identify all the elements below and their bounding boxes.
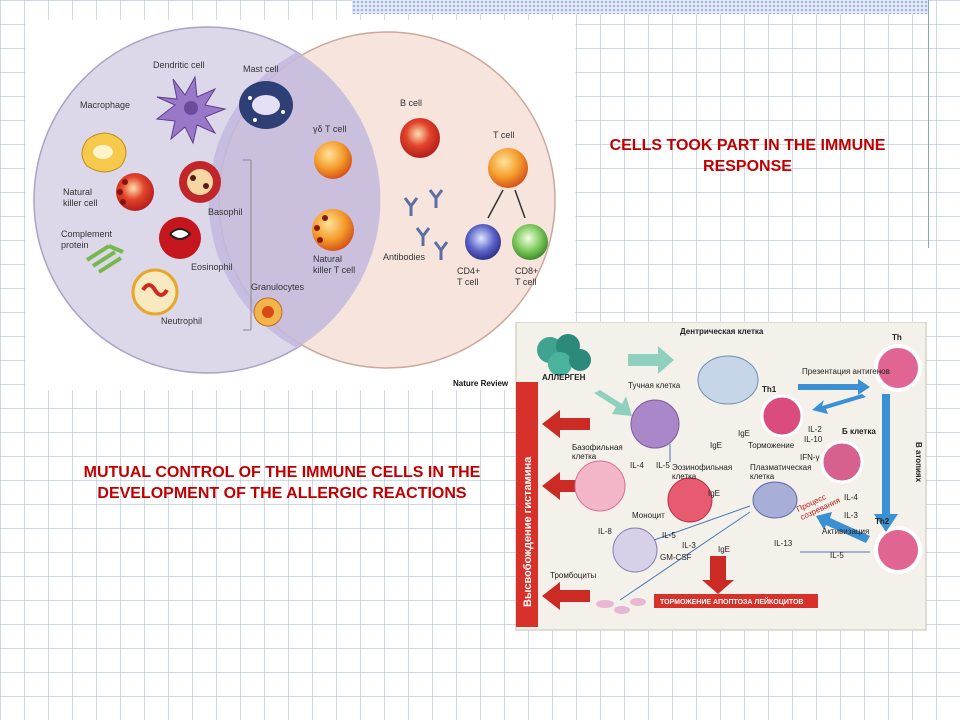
- basophil-cell: [574, 460, 626, 512]
- label-il-4-b: IL-4: [844, 493, 858, 502]
- apoptosis-down-arrow: [702, 556, 734, 594]
- label-cd4-t-cell: CD4+T cell: [457, 266, 480, 287]
- label-basophil: Basophil: [208, 207, 243, 217]
- label-antibodies: Antibodies: [383, 252, 426, 262]
- allergic-reaction-diagram: Nature Review Высвобождение гистамина Де…: [453, 322, 927, 631]
- label-neutrophil: Neutrophil: [161, 316, 202, 326]
- th1-arrow: [812, 394, 866, 414]
- b-cell: [400, 118, 440, 158]
- neutrophil: [131, 268, 179, 316]
- label-activation: Активизация: [822, 527, 869, 536]
- label-il-2: IL-2: [808, 425, 822, 434]
- label-cd8-t-cell: CD8+T cell: [515, 266, 538, 287]
- dendritic-cell: [155, 75, 227, 145]
- label-il-13: IL-13: [774, 539, 793, 548]
- divider-line: [928, 0, 929, 248]
- allergen-arrow-1: [628, 346, 674, 374]
- complement-protein: [85, 244, 124, 274]
- mast-cell: [630, 399, 680, 449]
- label-gm-csf: GM-CSF: [660, 553, 692, 562]
- release-arrow-2: [542, 472, 590, 500]
- th-cell: [874, 344, 922, 392]
- histamine-release-label: Высвобождение гистамина: [522, 456, 534, 607]
- label-platelets: Тромбоциты: [550, 571, 596, 580]
- label-monocyte: Моноцит: [632, 511, 665, 520]
- label-t-cell: T cell: [493, 130, 514, 140]
- label-il-5-c: IL-5: [830, 551, 844, 560]
- label-il-8: IL-8: [598, 527, 612, 536]
- label-il-5-b: IL-5: [662, 531, 676, 540]
- label-antigen-presentation: Презентация антигенов: [802, 367, 890, 376]
- label-b-cell: Б клетка: [842, 427, 876, 436]
- t-cell: [488, 148, 528, 188]
- mast-cell: [239, 81, 293, 129]
- platelets: [596, 598, 646, 614]
- label-ifn-gamma: IFN-γ: [800, 453, 820, 462]
- label-macrophage: Macrophage: [80, 100, 130, 110]
- granulocyte: [253, 297, 283, 327]
- label-atopy: В атопиях: [914, 442, 923, 483]
- label-allergen: АЛЛЕРГЕН: [542, 373, 586, 382]
- allergen-arrow-2: [594, 390, 632, 416]
- natural-killer-cell: [116, 173, 154, 211]
- label-inhibition: Торможение: [748, 441, 795, 450]
- eosinophil-cell: [667, 477, 713, 523]
- label-eosinophil: Eosinophil: [191, 262, 233, 272]
- immune-cells-venn-diagram: Dendritic cell Mast cell Macrophage Natu…: [25, 20, 575, 390]
- label-th1: Th1: [762, 385, 777, 394]
- dendritic-cell: [697, 355, 759, 405]
- label-il-3-a: IL-3: [844, 511, 858, 520]
- label-ige-3: IgE: [708, 489, 720, 498]
- antigen-presentation-arrow: [798, 379, 870, 395]
- header-band: [352, 0, 928, 14]
- eosinophil: [159, 217, 201, 259]
- th2-cell: [874, 526, 922, 574]
- label-apoptosis: ТОРМОЖЕНИЕ АПОПТОЗА ЛЕЙКОЦИТОВ: [660, 597, 803, 606]
- label-mast-cell: Тучная клетка: [628, 381, 681, 390]
- antibodies: [403, 189, 449, 260]
- label-mast-cell: Mast cell: [243, 64, 279, 74]
- macrophage: [81, 132, 127, 173]
- label-granulocytes: Granulocytes: [251, 282, 305, 292]
- label-b-cell: B cell: [400, 98, 422, 108]
- cd8-t-cell: [512, 224, 548, 260]
- immune-response-title: CELLS TOOK PART IN THE IMMUNE RESPONSE: [609, 137, 886, 175]
- label-il-4-a: IL-4: [630, 461, 644, 470]
- natural-killer-t-cell: [312, 209, 354, 251]
- monocyte: [612, 527, 658, 573]
- atopy-arrow: [874, 394, 898, 532]
- plasma-cell: [752, 481, 798, 519]
- th2-arrow: [816, 512, 870, 543]
- label-ige-1: IgE: [710, 441, 722, 450]
- label-th: Th: [892, 333, 902, 342]
- label-il-3-b: IL-3: [682, 541, 696, 550]
- basophil: [179, 161, 221, 203]
- label-il-5-a: IL-5: [656, 461, 670, 470]
- b-cell: [820, 440, 864, 484]
- label-ige-4: IgE: [718, 545, 730, 554]
- label-gamma-delta-t-cell: γδ T cell: [313, 124, 346, 134]
- label-il-10: IL-10: [804, 435, 823, 444]
- apoptosis-banner: [654, 594, 818, 608]
- release-arrow-3: [542, 582, 590, 610]
- label-ige-2: IgE: [738, 429, 750, 438]
- allergen-cluster: [537, 334, 591, 376]
- label-dendritic-cell: Dendritic cell: [153, 60, 205, 70]
- gamma-delta-t-cell: [314, 141, 352, 179]
- label-dendritic-cell: Дентрическая клетка: [680, 327, 764, 336]
- cd4-t-cell: [465, 224, 501, 260]
- release-arrow-1: [542, 410, 590, 438]
- label-th2: Th2: [875, 517, 890, 526]
- mutual-control-title: MUTUAL CONTROL OF THE IMMUNE CELLS IN TH…: [83, 464, 481, 502]
- nature-review-credit: Nature Review: [453, 379, 509, 388]
- th1-cell: [760, 394, 804, 438]
